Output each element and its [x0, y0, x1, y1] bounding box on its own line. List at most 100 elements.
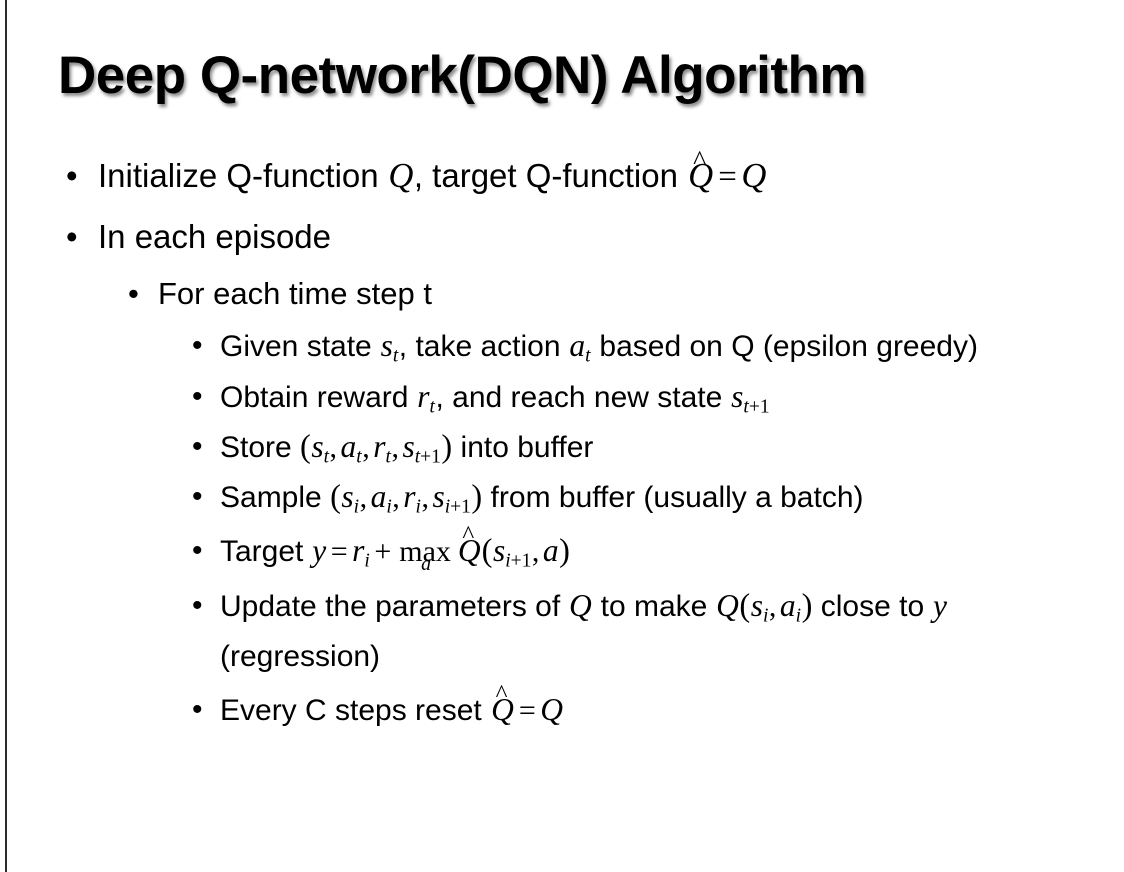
math-var-y: y [932, 588, 947, 623]
math-var-s-next-base: s [432, 479, 445, 514]
math-paren-close: ) [559, 533, 570, 569]
subscript-index: i [505, 550, 511, 572]
text-run: Initialize Q-function [98, 157, 388, 194]
math-var-q2: Q [716, 588, 739, 623]
bullet-every-c-steps-text: Every C steps reset ^Q=Q [220, 682, 1094, 739]
math-paren-open: ( [300, 429, 311, 465]
bullet-for-each-time-step: • For each time step t [0, 267, 1124, 321]
math-var-s-next: st+1 [402, 429, 441, 468]
bullet-for-each-time-step-text: For each time step t [158, 276, 432, 311]
text-run: Store [220, 431, 301, 464]
bullet-dot: • [66, 157, 78, 194]
math-var-q2: Q [741, 157, 767, 195]
math-var-r-base: r [373, 429, 386, 464]
math-var-a: a [542, 533, 559, 568]
math-subscript: t+1 [743, 396, 769, 417]
bullet-update-parameters: • Update the parameters of Q to make Q(s… [0, 581, 1124, 682]
math-subscript: i+1 [445, 496, 471, 517]
math-var-q-hat: ^Q [687, 146, 714, 195]
bullet-dot: • [192, 329, 203, 362]
text-run: to make [592, 590, 716, 623]
math-subscript: i [415, 496, 421, 518]
hat-accent: ^ [495, 681, 508, 709]
math-var-a: at [569, 328, 591, 366]
math-comma: , [392, 481, 400, 514]
bullet-dot: • [192, 430, 203, 463]
math-operator-max-label: max [399, 535, 451, 568]
math-var-a: ai [779, 588, 801, 626]
bullet-initialize: • Initialize Q-function Q, target Q-func… [0, 146, 1124, 207]
math-var-s: st [311, 429, 330, 468]
math-operator-equals: = [330, 535, 348, 568]
subscript-offset: +1 [420, 446, 441, 468]
math-var-r: rt [373, 429, 392, 468]
math-paren-close: ) [471, 479, 483, 515]
bullet-dot: • [128, 276, 139, 311]
bullet-sample-text: Sample (si,ai,ri,si+1) from buffer (usua… [220, 472, 1094, 522]
slide-left-rule [5, 0, 7, 872]
math-operator-equals: = [718, 159, 737, 195]
math-var-a: at [340, 429, 362, 468]
math-var-q-hat-base: Q [688, 157, 714, 195]
bullet-dot: • [192, 480, 203, 513]
math-paren-open: ( [739, 588, 751, 624]
text-run: into buffer [452, 431, 594, 464]
math-subscript: t [356, 446, 362, 468]
math-var-r: rt [417, 379, 436, 417]
text-run: , take action [398, 330, 569, 363]
hat-accent: ^ [693, 144, 707, 176]
math-var-s-base: s [341, 479, 354, 514]
bullet-in-each-episode-text: In each episode [98, 218, 332, 255]
math-var-s-base: s [311, 429, 324, 464]
math-subscript: t [385, 446, 391, 468]
math-var-a-base: a [370, 479, 387, 514]
subscript-index: t [414, 446, 421, 468]
math-var-y: y [312, 533, 327, 568]
text-run: , and reach new state [435, 381, 731, 414]
math-operator-max-limit: a [421, 553, 432, 576]
text-run: , target Q-function [413, 157, 688, 194]
math-comma: , [421, 481, 429, 514]
math-subscript: i+1 [505, 550, 531, 571]
math-comma: , [391, 431, 399, 464]
math-var-s-base: s [750, 588, 763, 623]
math-subscript: t [392, 345, 399, 367]
math-comma: , [359, 481, 368, 514]
math-var-r: ri [403, 479, 422, 518]
bullet-given-state-text: Given state st, take action at based on … [220, 321, 1094, 372]
text-run: Obtain reward [220, 381, 417, 414]
bullet-in-each-episode: • In each episode [0, 207, 1124, 267]
math-var-q-hat: ^Q [490, 682, 515, 726]
subscript-offset: +1 [748, 396, 770, 418]
math-var-a-base: a [779, 588, 796, 623]
text-run: close to [812, 590, 933, 623]
text-run: Target [220, 535, 312, 568]
bullet-every-c-steps: • Every C steps reset ^Q=Q [0, 682, 1124, 739]
math-subscript: i [762, 605, 769, 627]
math-subscript: t [323, 446, 330, 468]
math-comma: , [768, 590, 777, 623]
bullet-obtain-reward: • Obtain reward rt, and reach new state … [0, 372, 1124, 422]
math-paren-close: ) [801, 588, 813, 624]
math-var-q-hat-base: Q [457, 533, 481, 568]
bullet-dot: • [192, 380, 203, 413]
text-run: Update the parameters of [220, 590, 569, 623]
bullet-sample: • Sample (si,ai,ri,si+1) from buffer (us… [0, 472, 1124, 522]
subscript-index: i [444, 496, 451, 518]
bullet-given-state: • Given state st, take action at based o… [0, 321, 1124, 372]
math-var-r-base: r [403, 479, 416, 514]
math-var-a-base: a [340, 429, 357, 464]
math-paren-close: ) [441, 429, 453, 465]
math-var-a-base: a [569, 328, 586, 363]
math-comma: , [531, 535, 540, 568]
math-var-s: si [750, 588, 769, 627]
math-var-s: si [341, 479, 360, 517]
text-run: Sample [220, 481, 331, 514]
math-operator-equals: = [518, 694, 536, 727]
math-var-s-next-base: s [492, 533, 506, 568]
math-var-r: ri [352, 533, 371, 571]
bullet-initialize-text: Initialize Q-function Q, target Q-functi… [98, 146, 1124, 207]
bullet-update-parameters-text: Update the parameters of Q to make Q(si,… [220, 581, 1094, 682]
